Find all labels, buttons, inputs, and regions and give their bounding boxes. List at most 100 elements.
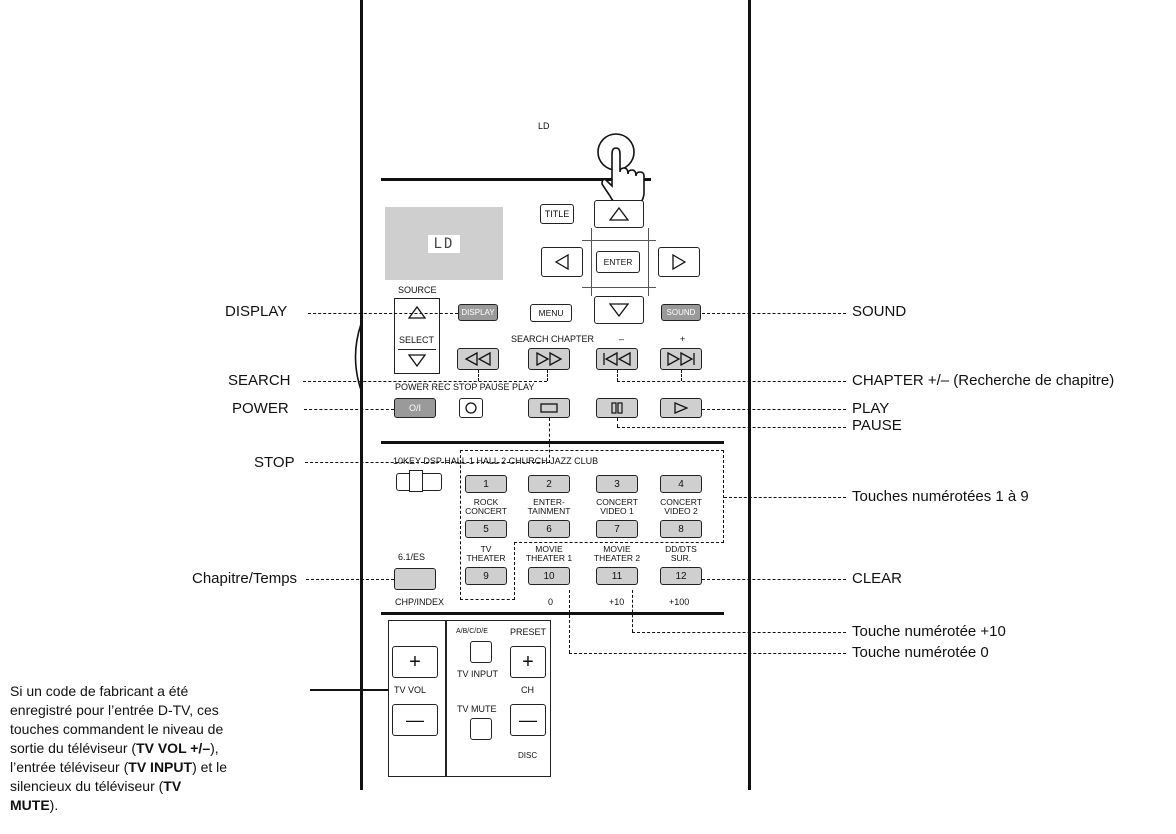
number-key-6[interactable]: 6 [528, 520, 570, 538]
callout-numbered-keys-line [724, 497, 846, 498]
callout-numbered-keys: Touches numérotées 1 à 9 [852, 488, 1029, 505]
callout-search-line [303, 381, 547, 382]
callout-chapter-time-line [306, 579, 394, 580]
note-line: l’entrée téléviseur (TV INPUT) et le [10, 759, 228, 775]
title-button[interactable]: TITLE [540, 204, 574, 224]
key-mode-label: ROCK CONCERT [465, 497, 507, 516]
source-down-button[interactable] [398, 349, 436, 371]
skip-back-icon [603, 352, 631, 366]
chapter-plus-button[interactable] [660, 348, 702, 370]
mode-label: 10KEY DSP HALL 1 HALL 2 CHURCH JAZZ CLUB [393, 456, 599, 466]
menu-button[interactable]: MENU [530, 304, 572, 322]
tv-vol-plus-button[interactable]: + [392, 646, 438, 678]
up-arrow-icon [408, 305, 426, 319]
mode-switch-knob [409, 470, 423, 492]
callout-stop: STOP [254, 454, 295, 471]
cursor-pad-outline [591, 228, 649, 296]
note-line: Si un code de fabricant a été [10, 683, 189, 699]
key-mode-label: ENTER- TAINMENT [527, 497, 571, 516]
enter-button[interactable]: ENTER [596, 251, 640, 273]
play-icon [674, 402, 688, 414]
callout-display-line [308, 313, 458, 314]
number-key-8[interactable]: 8 [660, 520, 702, 538]
keys-frame-dash [514, 542, 515, 600]
mode-switch[interactable] [396, 470, 442, 492]
callout-sound: SOUND [852, 303, 907, 320]
number-key-9[interactable]: 9 [465, 567, 507, 585]
rec-button[interactable] [459, 398, 483, 418]
sound-button[interactable]: SOUND [661, 304, 701, 321]
keys-frame-dash [460, 450, 461, 600]
ch-label: CH [521, 685, 534, 695]
ch-minus-button[interactable]: — [510, 704, 546, 736]
number-key-1[interactable]: 1 [465, 475, 507, 493]
pause-icon [611, 402, 623, 414]
callout-power: POWER [232, 400, 289, 417]
chp-index-label: CHP/INDEX [395, 597, 445, 607]
source-up-button[interactable] [398, 301, 436, 323]
callout-clear: CLEAR [852, 570, 903, 587]
chapter-plus-label: + [680, 334, 686, 344]
callout-play-line [702, 409, 846, 410]
number-key-4[interactable]: 4 [660, 475, 702, 493]
tv-note: Si un code de fabricant a été enregistré… [10, 682, 310, 815]
callout-plus10-line [632, 590, 633, 632]
remote-left-edge [360, 0, 363, 790]
cursor-up-button[interactable] [594, 200, 644, 228]
finger-press-icon [597, 133, 645, 209]
tv-section-divider [445, 620, 447, 777]
callout-sound-line [702, 313, 846, 314]
callout-play: PLAY [852, 400, 890, 417]
callout-plus10: Touche numérotée +10 [852, 623, 1006, 640]
callout-pause: PAUSE [852, 417, 902, 434]
pause-button[interactable] [596, 398, 638, 418]
number-key-11[interactable]: 11 [596, 567, 638, 585]
search-forward-button[interactable] [528, 348, 570, 370]
number-key-2[interactable]: 2 [528, 475, 570, 493]
lcd-display: LD [385, 207, 503, 280]
cursor-pad-outline-h [582, 240, 656, 288]
disc-label: DISC [518, 751, 538, 760]
number-key-10[interactable]: 10 [528, 567, 570, 585]
record-icon [465, 402, 477, 414]
display-button[interactable]: DISPLAY [458, 304, 498, 321]
cursor-down-button[interactable] [594, 296, 644, 324]
callout-pause-line [617, 427, 846, 428]
number-key-5[interactable]: 5 [465, 520, 507, 538]
note-line: touches commandent le niveau de [10, 721, 224, 737]
remote-divider-top [381, 178, 651, 181]
tv-vol-minus-button[interactable]: — [392, 704, 438, 736]
six-one-es-label: 6.1/ES [398, 552, 426, 562]
callout-chapter-line [681, 370, 682, 381]
key-mode-label: CONCERT VIDEO 2 [660, 497, 702, 516]
fast-forward-icon [536, 352, 563, 366]
number-key-7[interactable]: 7 [596, 520, 638, 538]
abcde-label: A/B/C/D/E [456, 628, 488, 635]
tv-vol-label: TV VOL [394, 685, 427, 695]
power-button[interactable]: O/I [394, 398, 436, 418]
number-key-3[interactable]: 3 [596, 475, 638, 493]
keys-frame-dash [723, 450, 724, 543]
tv-input-label: TV INPUT [457, 669, 499, 679]
chapter-minus-button[interactable] [596, 348, 638, 370]
callout-chapter: CHAPTER +/– (Recherche de chapitre) [852, 372, 1115, 389]
tv-mute-button[interactable] [470, 718, 492, 740]
note-line: enregistré pour l’entrée D-TV, ces [10, 702, 219, 718]
search-rewind-button[interactable] [457, 348, 499, 370]
number-key-12[interactable]: 12 [660, 567, 702, 585]
note-line: MUTE). [10, 797, 59, 813]
callout-stop-line [549, 418, 550, 463]
stop-button[interactable] [528, 398, 570, 418]
callout-search-line [547, 370, 548, 381]
callout-zero-line [569, 590, 570, 653]
play-button[interactable] [660, 398, 702, 418]
cursor-left-button[interactable] [541, 247, 583, 277]
callout-chapter-time: Chapitre/Temps [192, 570, 298, 587]
key-mode-label: CONCERT VIDEO 1 [596, 497, 638, 516]
transport-label: POWER REC STOP PAUSE PLAY [395, 382, 535, 392]
ch-plus-button[interactable]: + [510, 646, 546, 678]
callout-display: DISPLAY [225, 303, 288, 320]
cursor-right-button[interactable] [658, 247, 700, 277]
tv-input-button[interactable] [470, 641, 492, 663]
chp-index-button[interactable] [394, 568, 436, 590]
